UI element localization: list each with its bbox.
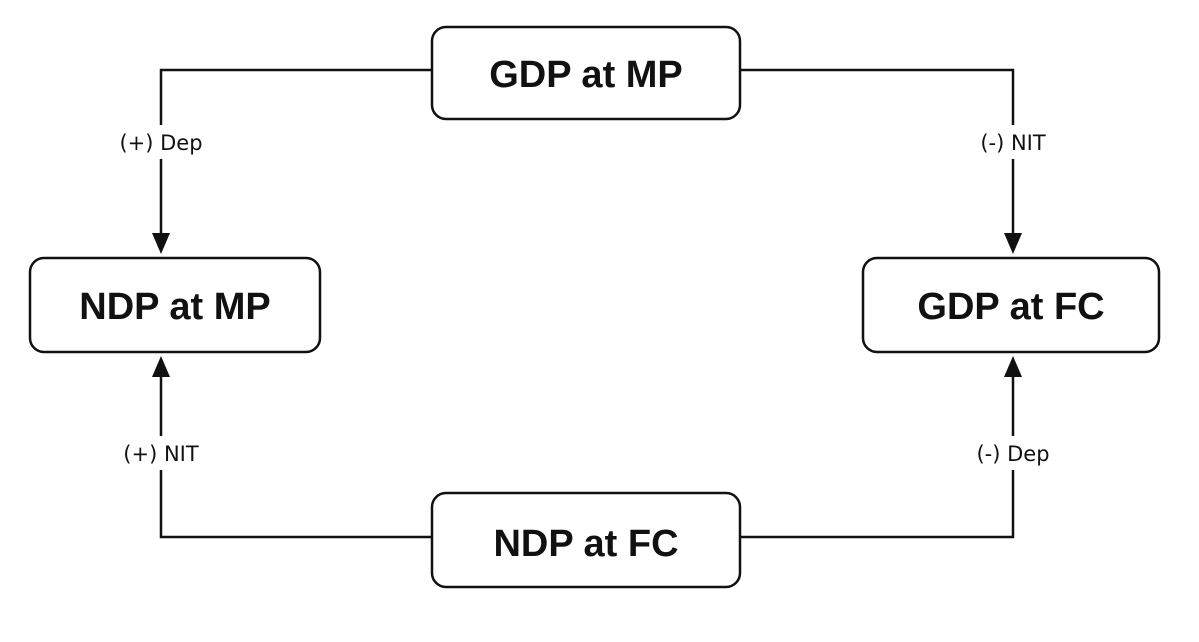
arrowhead-down-icon <box>1004 233 1022 254</box>
node-label: NDP at FC <box>493 523 678 565</box>
node-label: NDP at MP <box>79 286 270 328</box>
edge-label-text: (-) NIT <box>980 131 1046 155</box>
connector-ndp-fc-to-gdp-fc <box>738 370 1015 539</box>
arrowhead-up-icon <box>152 356 170 377</box>
arrowhead-down-icon <box>152 233 170 254</box>
connector-gdp-mp-to-ndp-mp <box>159 68 434 240</box>
node-label: GDP at FC <box>917 286 1104 328</box>
connectors <box>159 68 1015 539</box>
node-gdp-at-fc: GDP at FC <box>861 256 1161 354</box>
edge-label-gdp-mp-to-ndp-mp: (+) Dep <box>104 125 218 159</box>
connector-gdp-mp-to-gdp-fc <box>738 68 1015 240</box>
edge-label-text: (+) Dep <box>119 131 202 155</box>
edge-label-text: (+) NIT <box>123 442 199 466</box>
arrowhead-up-icon <box>1004 356 1022 377</box>
arrowheads <box>152 233 1022 377</box>
edge-label-ndp-fc-to-gdp-fc: (-) Dep <box>956 436 1070 470</box>
edge-label-text: (-) Dep <box>976 442 1049 466</box>
node-label: GDP at MP <box>489 54 683 96</box>
edge-label-gdp-mp-to-gdp-fc: (-) NIT <box>960 125 1066 159</box>
connector-ndp-fc-to-ndp-mp <box>159 370 434 539</box>
node-gdp-at-mp: GDP at MP <box>430 25 742 121</box>
node-ndp-at-fc: NDP at FC <box>430 491 742 589</box>
edge-label-ndp-fc-to-ndp-mp: (+) NIT <box>108 436 214 470</box>
node-ndp-at-mp: NDP at MP <box>28 256 322 354</box>
